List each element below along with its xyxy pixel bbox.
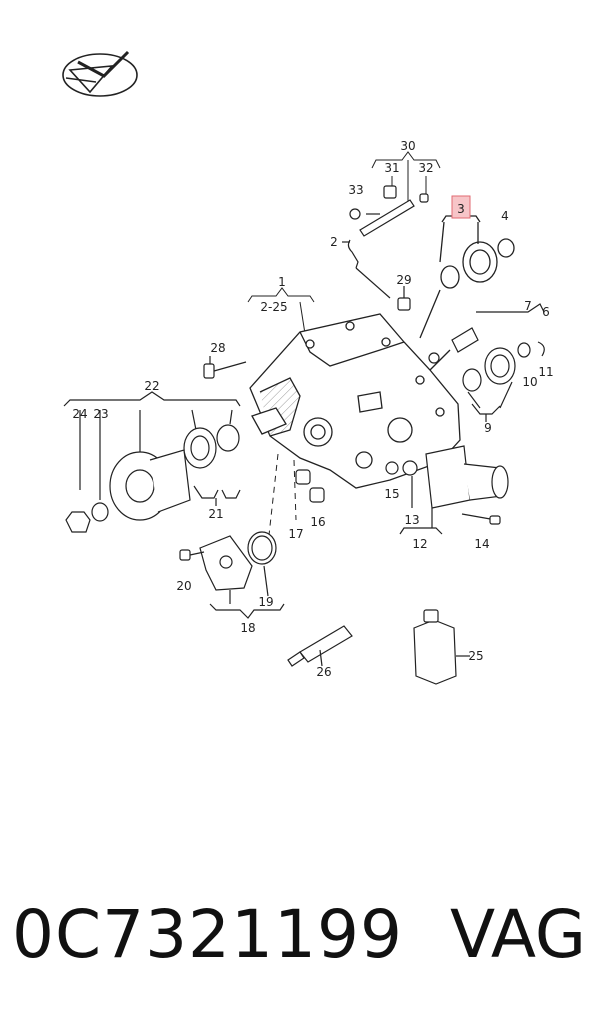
footer: 0C7321199 VAG: [0, 880, 600, 990]
callout-labels: 30 31 32 33 3 4 2 29 1 2-25 7 6 28 22 24…: [72, 139, 553, 679]
output-flange-assembly: [63, 391, 241, 533]
callout-label: 12: [412, 537, 427, 551]
exploded-parts-diagram: 30 31 32 33 3 4 2 29 1 2-25 7 6 28 22 24…: [62, 50, 554, 685]
callout-label: 22: [144, 379, 159, 393]
callout-label: 9: [484, 421, 492, 435]
callout-label: 19: [258, 595, 273, 609]
callout-label: 16: [310, 515, 325, 529]
highlight-box: [451, 195, 471, 219]
seal-part-3: [419, 215, 515, 339]
callout-label: 29: [396, 273, 411, 287]
callout-label: 18: [240, 621, 255, 635]
callout-label: 6: [542, 305, 550, 319]
cover-assembly-18: [179, 531, 285, 619]
callout-label: 2: [330, 235, 338, 249]
callout-label-highlighted: 3: [457, 202, 465, 216]
shaft-seal-cluster: [428, 303, 545, 422]
callout-label: 15: [384, 487, 399, 501]
brand-name: VAG: [449, 896, 586, 973]
callout-label: 26: [316, 665, 331, 679]
plug-part-29: [397, 286, 411, 311]
breather-tube-assembly: [342, 185, 429, 299]
callout-label: 13: [404, 513, 419, 527]
brand-logo-icon: [62, 50, 138, 97]
callout-label: 32: [418, 161, 433, 175]
callout-label: 30: [400, 139, 415, 153]
callout-label: 11: [538, 365, 553, 379]
callout-label: 20: [176, 579, 191, 593]
callout-label: 1: [278, 275, 286, 289]
callout-label: 21: [208, 507, 223, 521]
callout-label: 24: [72, 407, 87, 421]
callout-label: 28: [210, 341, 225, 355]
callout-label: 7: [524, 299, 532, 313]
callout-label: 4: [501, 209, 509, 223]
callout-label: 10: [522, 375, 537, 389]
bolt-part-28: [203, 356, 247, 379]
callout-label: 33: [348, 183, 363, 197]
callout-label: 2-25: [260, 300, 287, 314]
actuator-motor-assembly: [385, 445, 509, 535]
sealant-tube-part-26: [287, 625, 353, 667]
callout-label: 23: [93, 407, 108, 421]
callout-label: 31: [384, 161, 399, 175]
callout-label: 17: [288, 527, 303, 541]
sleeve-parts-16-17: [295, 469, 325, 503]
callout-label: 25: [468, 649, 483, 663]
oil-bottle-part-25: [413, 609, 470, 685]
callout-label: 14: [474, 537, 489, 551]
part-number: 0C7321199: [12, 896, 404, 973]
leader-dashed: [267, 453, 297, 545]
